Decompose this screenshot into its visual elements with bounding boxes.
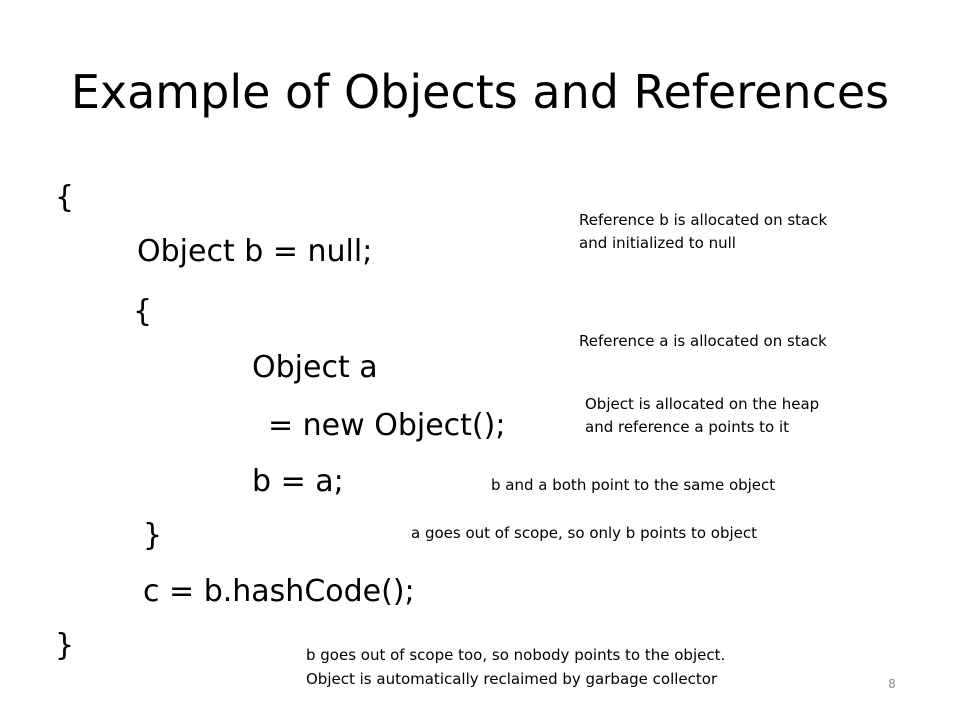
note-reference-b-allocated: Reference b is allocated on stack <box>579 211 828 229</box>
slide-title: Example of Objects and References <box>70 65 890 119</box>
note-b-out-of-scope: b goes out of scope too, so nobody point… <box>306 646 726 664</box>
note-garbage-collector: Object is automatically reclaimed by gar… <box>306 670 718 688</box>
note-a-points-to-object: and reference a points to it <box>585 418 790 436</box>
code-line-assign-b: b = a; <box>252 464 344 499</box>
code-line-inner-close-brace: } <box>143 518 163 553</box>
note-a-out-of-scope: a goes out of scope, so only b points to… <box>411 524 757 542</box>
note-initialized-null: and initialized to null <box>579 234 736 252</box>
code-line-outer-close-brace: } <box>55 628 75 663</box>
code-line-declare-b: Object b = null; <box>137 234 373 269</box>
note-reference-a-allocated: Reference a is allocated on stack <box>579 332 827 350</box>
code-line-outer-open-brace: { <box>55 180 75 215</box>
note-object-heap: Object is allocated on the heap <box>585 395 820 413</box>
code-line-hashcode: c = b.hashCode(); <box>143 574 415 609</box>
code-line-declare-a: Object a <box>252 350 378 385</box>
note-both-point-same: b and a both point to the same object <box>491 476 776 494</box>
code-line-inner-open-brace: { <box>133 294 153 329</box>
code-line-new-object: = new Object(); <box>268 408 506 443</box>
page-number: 8 <box>888 677 896 691</box>
